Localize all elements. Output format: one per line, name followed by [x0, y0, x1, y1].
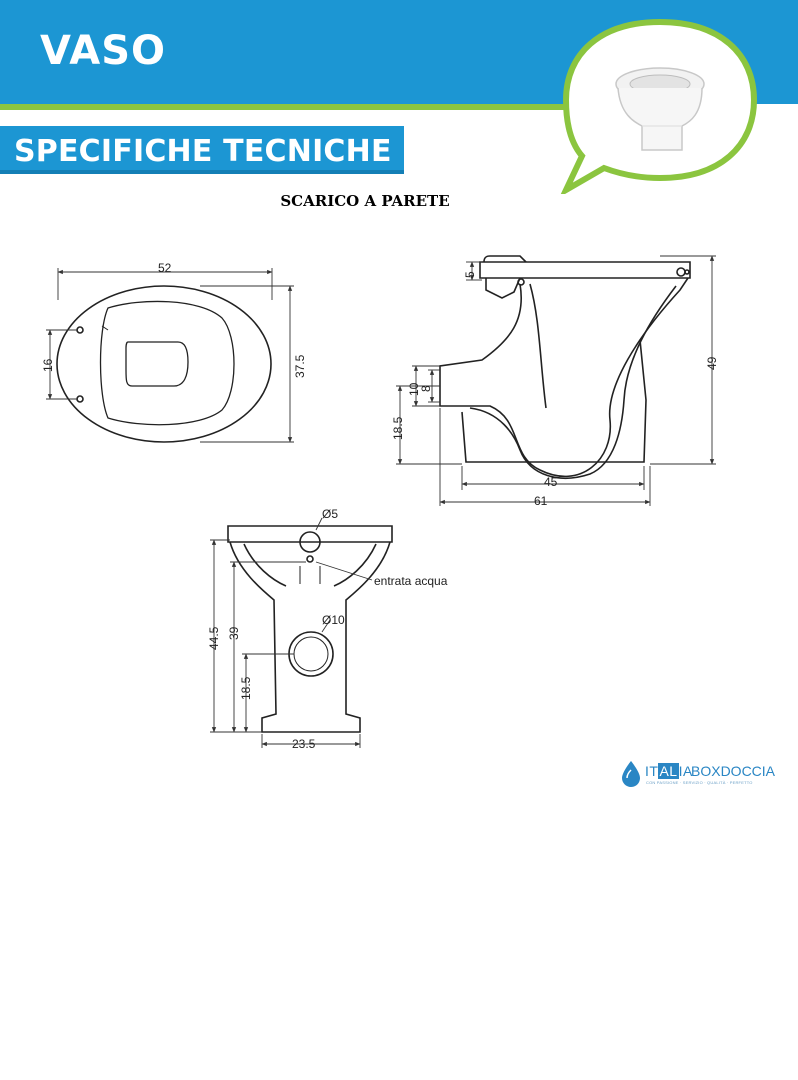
- back-total-height-label: 44.5: [207, 626, 221, 650]
- water-inlet-label: entrata acqua: [374, 574, 448, 588]
- side-length-label: 61: [534, 494, 548, 508]
- section-banner-shape: [0, 126, 404, 174]
- back-view-dimensions: [210, 517, 373, 748]
- logo-italia-text: ITALIA: [645, 763, 693, 779]
- back-inlet-diameter-label: Ø5: [322, 507, 338, 521]
- side-inlet-outer-label: 10: [407, 382, 421, 396]
- logo-tagline: CON PASSIONE · SERVIZIO · QUALITÀ · PERF…: [646, 780, 753, 785]
- water-drop-icon: [622, 761, 640, 787]
- side-outlet-height-label: 18.5: [391, 416, 405, 440]
- back-outlet-diameter-label: Ø10: [322, 613, 345, 627]
- side-base-label: 45: [544, 475, 558, 489]
- top-width-label: 52: [158, 261, 172, 275]
- top-view-drawing: [56, 285, 272, 443]
- back-inlet-height-label: 39: [227, 626, 241, 640]
- top-depth-label: 37.5: [293, 354, 307, 378]
- side-view-drawing: [439, 255, 691, 479]
- logo-boxdoccia-text: BOXDOCCIA: [691, 763, 776, 779]
- section-banner: SPECIFICHE TECNICHE: [0, 126, 404, 174]
- side-view-dimensions: [396, 255, 716, 506]
- product-image-bubble: [560, 18, 758, 194]
- top-holes-label: 16: [41, 358, 55, 372]
- brand-logo: ITALIA BOXDOCCIA CON PASSIONE · SERVIZIO…: [620, 760, 795, 790]
- toilet-product-image: [615, 67, 705, 151]
- header-accent-stripe: [0, 104, 600, 110]
- side-height-label: 49: [705, 356, 719, 370]
- back-outlet-height-label: 18.5: [239, 676, 253, 700]
- side-inlet-inner-label: 8: [419, 385, 433, 392]
- page-title: VASO: [40, 28, 167, 74]
- top-view-dimensions: [46, 268, 294, 443]
- back-base-width-label: 23.5: [292, 737, 316, 751]
- drain-type-label: SCARICO A PARETE: [280, 192, 450, 210]
- back-view-drawing: [227, 525, 393, 733]
- section-title: SPECIFICHE TECNICHE: [14, 134, 392, 169]
- side-top-label: 5: [463, 271, 477, 278]
